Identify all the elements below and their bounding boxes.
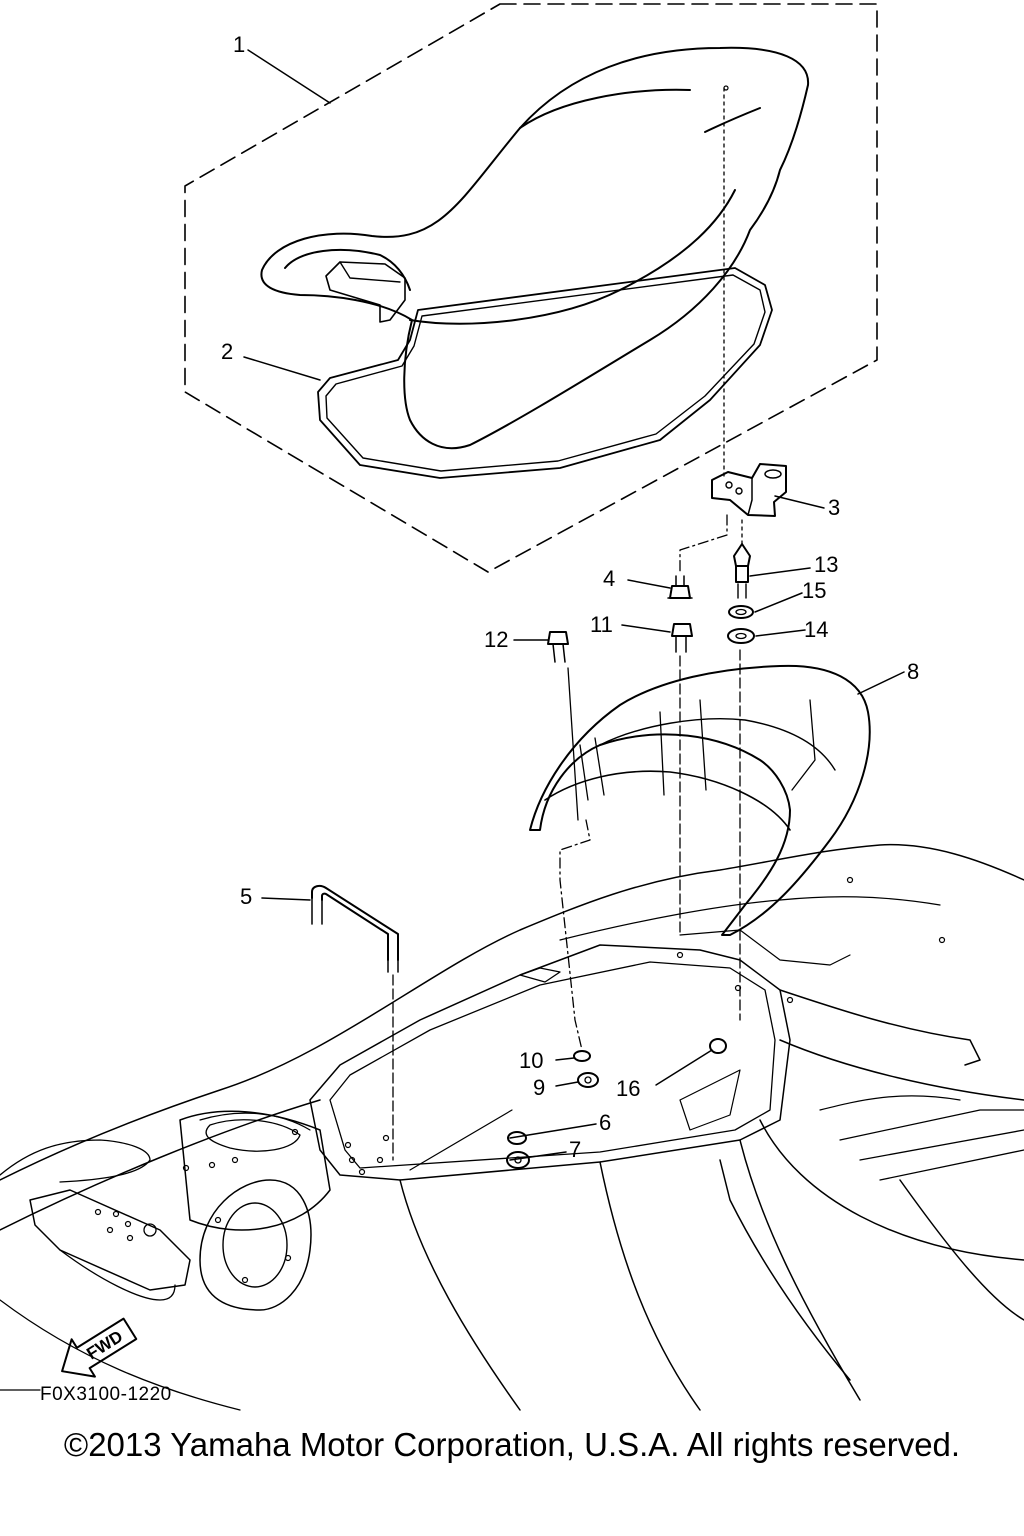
seat-latch-point xyxy=(723,85,729,91)
seat-assembly-box xyxy=(184,3,878,573)
latch-bracket xyxy=(711,463,787,517)
bolt-12-guide xyxy=(567,667,579,821)
callout-11: 11 xyxy=(590,612,613,637)
hull-fastener-dots xyxy=(94,876,946,1284)
striker-13 xyxy=(733,543,751,599)
callout-1: 1 xyxy=(233,32,246,57)
drawing-code: F0X3100-1220 xyxy=(40,1384,172,1405)
callout-16: 16 xyxy=(616,1076,641,1101)
rear-tray xyxy=(529,664,871,936)
callout-5: 5 xyxy=(240,884,253,909)
seat xyxy=(260,46,810,450)
bracket-guide-line xyxy=(679,514,728,573)
callout-14: 14 xyxy=(804,617,829,642)
tray-guide-line xyxy=(559,819,591,1051)
callout-9: 9 xyxy=(533,1075,546,1100)
grommet-6 xyxy=(507,1131,527,1145)
grommet-16 xyxy=(709,1038,727,1054)
forward-direction-arrow: FWD xyxy=(61,1317,138,1378)
washer-15 xyxy=(728,605,754,619)
bolt-11 xyxy=(671,623,693,653)
callout-13: 13 xyxy=(814,552,839,577)
seat-seal xyxy=(317,267,773,479)
callout-15: 15 xyxy=(802,578,827,603)
grommet-10 xyxy=(573,1050,591,1062)
washer-14 xyxy=(727,628,755,644)
bolt-12 xyxy=(547,631,569,663)
copyright-notice: ©2013 Yamaha Motor Corporation, U.S.A. A… xyxy=(63,1426,961,1463)
callout-leaders xyxy=(243,49,905,1161)
callout-7: 7 xyxy=(569,1137,582,1162)
callout-4: 4 xyxy=(603,566,616,591)
handle-bar xyxy=(311,884,399,973)
nut-7 xyxy=(506,1151,530,1169)
nut-9 xyxy=(577,1072,599,1088)
callout-3: 3 xyxy=(828,495,841,520)
callout-8: 8 xyxy=(907,659,920,684)
bolt-4 xyxy=(667,575,693,599)
hull-deck xyxy=(0,843,1024,1411)
callout-12: 12 xyxy=(484,627,509,652)
callout-2: 2 xyxy=(221,339,234,364)
callout-6: 6 xyxy=(599,1110,612,1135)
callout-10: 10 xyxy=(519,1048,544,1073)
